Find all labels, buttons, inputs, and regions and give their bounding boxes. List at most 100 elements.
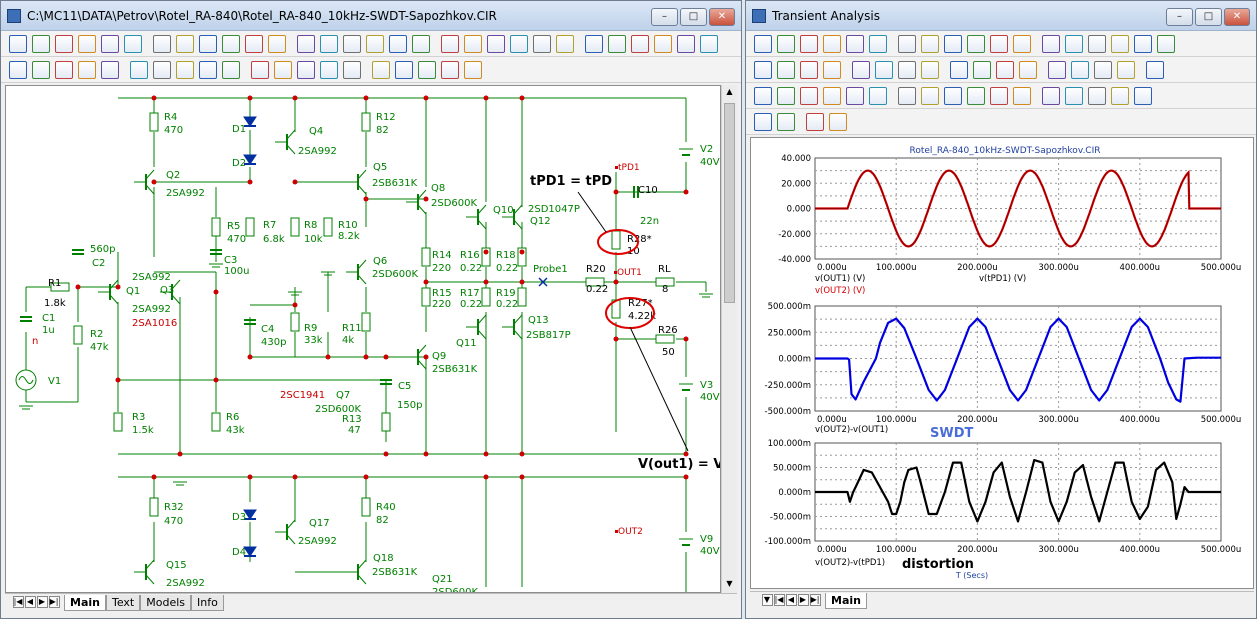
- toolbar-tool-icon[interactable]: [153, 61, 171, 79]
- toolbar-tool-icon[interactable]: [777, 61, 795, 79]
- toolbar-tool-icon[interactable]: [176, 61, 194, 79]
- toolbar-tool-icon[interactable]: [199, 61, 217, 79]
- last-page-icon[interactable]: ▶|: [809, 594, 821, 606]
- toolbar-tool-icon[interactable]: [777, 113, 795, 131]
- prev-page-icon[interactable]: ◀: [785, 594, 797, 606]
- toolbar-tool-icon[interactable]: [268, 35, 286, 53]
- toolbar-tool-icon[interactable]: [464, 61, 482, 79]
- toolbar-tool-icon[interactable]: [967, 35, 985, 53]
- scroll-thumb[interactable]: [724, 103, 735, 303]
- toolbar-tool-icon[interactable]: [921, 87, 939, 105]
- toolbar-tool-icon[interactable]: [800, 87, 818, 105]
- last-page-icon[interactable]: ▶|: [48, 596, 60, 608]
- toolbar-tool-icon[interactable]: [389, 35, 407, 53]
- toolbar-tool-icon[interactable]: [101, 35, 119, 53]
- toolbar-tool-icon[interactable]: [1134, 35, 1152, 53]
- toolbar-tool-icon[interactable]: [222, 61, 240, 79]
- toolbar-tool-icon[interactable]: [32, 61, 50, 79]
- toolbar-tool-icon[interactable]: [1042, 35, 1060, 53]
- toolbar-tool-icon[interactable]: [852, 61, 870, 79]
- toolbar-tool-icon[interactable]: [1071, 61, 1089, 79]
- minimize-button[interactable]: –: [1166, 8, 1193, 26]
- toolbar-tool-icon[interactable]: [1117, 61, 1135, 79]
- toolbar-tool-icon[interactable]: [274, 61, 292, 79]
- toolbar-tool-icon[interactable]: [823, 35, 841, 53]
- toolbar-tool-icon[interactable]: [990, 35, 1008, 53]
- toolbar-tool-icon[interactable]: [631, 35, 649, 53]
- toolbar-tool-icon[interactable]: [1019, 61, 1037, 79]
- toolbar-tool-icon[interactable]: [806, 113, 824, 131]
- toolbar-tool-icon[interactable]: [869, 87, 887, 105]
- next-page-icon[interactable]: ▶: [36, 596, 48, 608]
- toolbar-tool-icon[interactable]: [846, 87, 864, 105]
- toolbar-tool-icon[interactable]: [875, 61, 893, 79]
- toolbar-tool-icon[interactable]: [944, 87, 962, 105]
- toolbar-tool-icon[interactable]: [654, 35, 672, 53]
- toolbar-tool-icon[interactable]: [754, 61, 772, 79]
- toolbar-tool-icon[interactable]: [372, 61, 390, 79]
- toolbar-tool-icon[interactable]: [990, 87, 1008, 105]
- toolbar-tool-icon[interactable]: [898, 87, 916, 105]
- toolbar-tool-icon[interactable]: [1111, 87, 1129, 105]
- toolbar-tool-icon[interactable]: [800, 35, 818, 53]
- plot-canvas[interactable]: Rotel_RA-840_10kHz-SWDT-Sapozhkov.CIR SW…: [750, 137, 1254, 589]
- prev-page-icon[interactable]: ◀: [24, 596, 36, 608]
- toolbar-tool-icon[interactable]: [412, 35, 430, 53]
- toolbar-tool-icon[interactable]: [1013, 87, 1031, 105]
- toolbar-tool-icon[interactable]: [869, 35, 887, 53]
- toolbar-tool-icon[interactable]: [967, 87, 985, 105]
- toolbar-tool-icon[interactable]: [950, 61, 968, 79]
- toolbar-tool-icon[interactable]: [78, 61, 96, 79]
- page-down-icon[interactable]: ▼: [761, 594, 773, 606]
- tab-text[interactable]: Text: [105, 595, 141, 611]
- toolbar-tool-icon[interactable]: [1134, 87, 1152, 105]
- next-page-icon[interactable]: ▶: [797, 594, 809, 606]
- toolbar-tool-icon[interactable]: [130, 61, 148, 79]
- toolbar-tool-icon[interactable]: [32, 35, 50, 53]
- toolbar-tool-icon[interactable]: [297, 35, 315, 53]
- tab-main[interactable]: Main: [825, 593, 867, 609]
- toolbar-tool-icon[interactable]: [153, 35, 171, 53]
- toolbar-tool-icon[interactable]: [320, 35, 338, 53]
- toolbar-tool-icon[interactable]: [245, 35, 263, 53]
- toolbar-tool-icon[interactable]: [1111, 35, 1129, 53]
- toolbar-tool-icon[interactable]: [1146, 61, 1164, 79]
- toolbar-tool-icon[interactable]: [222, 35, 240, 53]
- toolbar-tool-icon[interactable]: [320, 61, 338, 79]
- schematic-titlebar[interactable]: C:\MC11\DATA\Petrov\Rotel_RA-840\Rotel_R…: [1, 1, 741, 31]
- toolbar-tool-icon[interactable]: [199, 35, 217, 53]
- toolbar-tool-icon[interactable]: [996, 61, 1014, 79]
- toolbar-tool-icon[interactable]: [1065, 35, 1083, 53]
- toolbar-tool-icon[interactable]: [1013, 35, 1031, 53]
- toolbar-tool-icon[interactable]: [754, 87, 772, 105]
- toolbar-tool-icon[interactable]: [608, 35, 626, 53]
- first-page-icon[interactable]: |◀: [12, 596, 24, 608]
- toolbar-tool-icon[interactable]: [754, 113, 772, 131]
- toolbar-tool-icon[interactable]: [1088, 87, 1106, 105]
- toolbar-tool-icon[interactable]: [973, 61, 991, 79]
- toolbar-tool-icon[interactable]: [823, 61, 841, 79]
- toolbar-tool-icon[interactable]: [823, 87, 841, 105]
- toolbar-tool-icon[interactable]: [1065, 87, 1083, 105]
- toolbar-tool-icon[interactable]: [944, 35, 962, 53]
- toolbar-tool-icon[interactable]: [677, 35, 695, 53]
- toolbar-tool-icon[interactable]: [829, 113, 847, 131]
- toolbar-tool-icon[interactable]: [533, 35, 551, 53]
- scroll-up-icon[interactable]: ▲: [726, 87, 733, 96]
- toolbar-tool-icon[interactable]: [921, 61, 939, 79]
- toolbar-tool-icon[interactable]: [343, 35, 361, 53]
- toolbar-tool-icon[interactable]: [441, 61, 459, 79]
- maximize-button[interactable]: □: [1195, 8, 1222, 26]
- transient-titlebar[interactable]: Transient Analysis – □ ✕: [746, 1, 1256, 31]
- toolbar-tool-icon[interactable]: [366, 35, 384, 53]
- schematic-vscrollbar[interactable]: ▲ ▼: [721, 85, 737, 593]
- toolbar-tool-icon[interactable]: [510, 35, 528, 53]
- toolbar-tool-icon[interactable]: [1094, 61, 1112, 79]
- toolbar-tool-icon[interactable]: [1042, 87, 1060, 105]
- toolbar-tool-icon[interactable]: [777, 35, 795, 53]
- toolbar-tool-icon[interactable]: [441, 35, 459, 53]
- toolbar-tool-icon[interactable]: [55, 61, 73, 79]
- toolbar-tool-icon[interactable]: [176, 35, 194, 53]
- toolbar-tool-icon[interactable]: [343, 61, 361, 79]
